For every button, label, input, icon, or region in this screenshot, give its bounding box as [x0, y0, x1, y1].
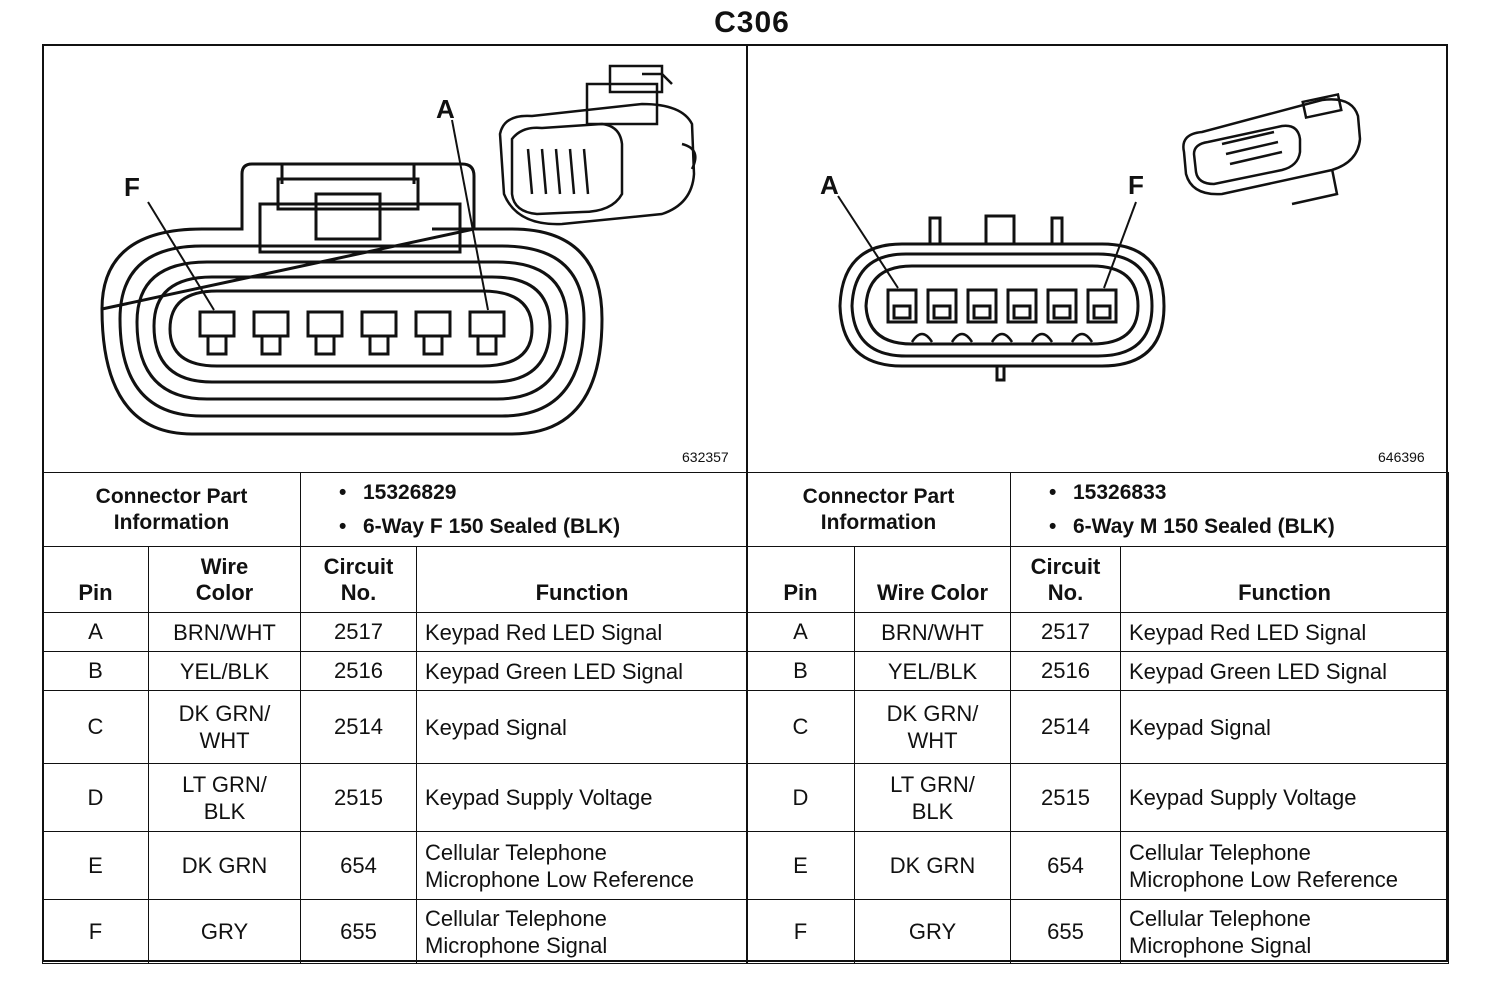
part-number: 15326829: [363, 480, 457, 504]
pin-header: Pin: [746, 546, 855, 613]
connector-part-values: •15326833 •6-Way M 150 Sealed (BLK): [1009, 472, 1450, 547]
table-row: C DK GRN/WHT 2514 Keypad Signal: [746, 690, 1450, 764]
connector-part-label: Connector Part Information: [42, 472, 301, 547]
male-connector-iso-sketch: [1182, 92, 1362, 206]
right-figure-id: 646396: [1378, 449, 1425, 465]
male-connector-face: [838, 214, 1166, 382]
table-row: B YEL/BLK 2516 Keypad Green LED Signal: [42, 651, 749, 691]
left-figure-id: 632357: [682, 449, 729, 465]
male-key-bumps: [910, 332, 1094, 343]
right-pin-table: Connector Part Information •15326833 •6-…: [746, 472, 1450, 964]
left-pin-table: Connector Part Information •15326829 •6-…: [42, 472, 749, 964]
left-pin-label-a: A: [436, 94, 455, 124]
female-connector-iso-sketch: [498, 64, 697, 226]
wire-color-header: Wire Color: [854, 546, 1011, 613]
part-number: 15326833: [1073, 480, 1167, 504]
connector-part-values: •15326829 •6-Way F 150 Sealed (BLK): [299, 472, 749, 547]
right-pin-label-f: F: [1128, 170, 1144, 200]
table-row: A BRN/WHT 2517 Keypad Red LED Signal: [746, 612, 1450, 652]
table-row: C DK GRN/WHT 2514 Keypad Signal: [42, 690, 749, 764]
male-pin-cavities: [886, 288, 1118, 324]
part-description: 6-Way M 150 Sealed (BLK): [1073, 514, 1335, 538]
connector-illustrations: 632357 F A: [42, 44, 1448, 474]
female-pin-cavities: [198, 310, 506, 356]
connector-part-info-row: Connector Part Information •15326829 •6-…: [42, 472, 749, 547]
left-pin-label-f: F: [124, 172, 140, 202]
connector-part-label: Connector Part Information: [746, 472, 1011, 547]
function-header: Function: [1119, 546, 1450, 613]
pin-header: Pin: [42, 546, 149, 613]
function-header: Function: [415, 546, 749, 613]
table-row: D LT GRN/BLK 2515 Keypad Supply Voltage: [42, 763, 749, 832]
male-leader-lines: [837, 195, 1137, 289]
connector-title: C306: [714, 6, 790, 39]
part-description: 6-Way F 150 Sealed (BLK): [363, 514, 621, 538]
connector-drawings: 632357 F A: [100, 64, 1425, 465]
connector-part-info-row: Connector Part Information •15326833 •6-…: [746, 472, 1450, 547]
female-connector-face: [100, 162, 604, 436]
right-pin-label-a: A: [820, 170, 839, 200]
table-row: D LT GRN/BLK 2515 Keypad Supply Voltage: [746, 763, 1450, 832]
table-row: A BRN/WHT 2517 Keypad Red LED Signal: [42, 612, 749, 652]
table-row: B YEL/BLK 2516 Keypad Green LED Signal: [746, 651, 1450, 691]
female-leader-lines: [147, 119, 489, 311]
